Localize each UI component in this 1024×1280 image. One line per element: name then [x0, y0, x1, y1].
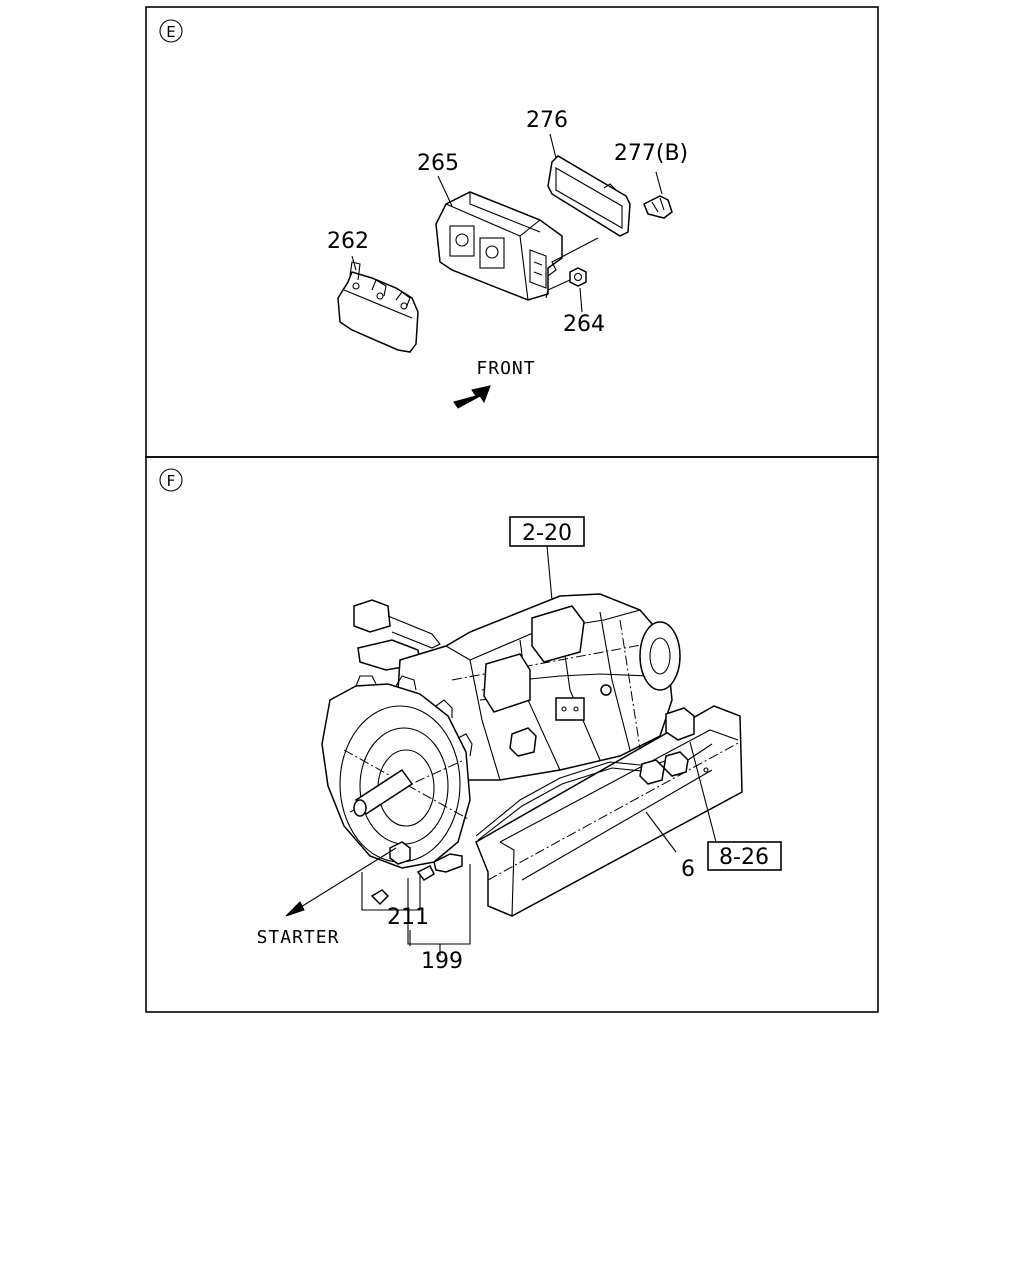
transmission-assembly [353, 593, 695, 781]
leaders-211-199 [361, 864, 471, 956]
leader-8-26 [689, 741, 717, 843]
starter-arrow-icon [285, 847, 397, 917]
part-277-bolt [643, 195, 673, 219]
label-262: 262 [327, 229, 369, 254]
leader-276 [549, 133, 557, 159]
part-264-nut [569, 267, 587, 287]
part-276-gasket [547, 155, 631, 237]
label-265: 265 [417, 151, 459, 176]
leader-264 [579, 287, 583, 313]
leader-265 [437, 175, 453, 207]
panel-e-marker: E [159, 19, 183, 43]
front-label: FRONT [476, 358, 535, 379]
leader-277 [655, 171, 663, 195]
starter-label: STARTER [257, 927, 340, 948]
panel-f-frame [145, 456, 879, 1013]
panel-f-marker-letter: F [167, 472, 176, 490]
clutch-housing [321, 675, 473, 869]
panel-e: E 262 265 [159, 19, 688, 409]
label-6: 6 [681, 857, 695, 882]
label-276: 276 [526, 108, 568, 133]
part-262-bracket [337, 261, 419, 353]
front-arrow-icon [453, 385, 491, 409]
mounting-line-nut [545, 279, 571, 299]
wiring-harness [475, 743, 713, 841]
ref-label-2-20: 2-20 [522, 521, 572, 546]
label-199: 199 [421, 949, 463, 974]
label-264: 264 [563, 312, 605, 337]
label-211: 211 [387, 905, 429, 930]
leader-262 [351, 255, 357, 271]
leader-6 [645, 811, 677, 853]
mounting-line-bolt [547, 237, 599, 277]
panel-f-marker: F [159, 468, 183, 492]
ref-box-8-26 [707, 841, 782, 871]
leader-2-20 [546, 545, 553, 601]
panel-e-marker-letter: E [166, 23, 175, 41]
panel-f: F 2-20 [159, 468, 782, 974]
part-265-control-unit [435, 191, 563, 301]
label-277: 277(B) [614, 141, 688, 166]
ref-label-8-26: 8-26 [719, 845, 769, 870]
starter-connector-parts [370, 841, 463, 906]
